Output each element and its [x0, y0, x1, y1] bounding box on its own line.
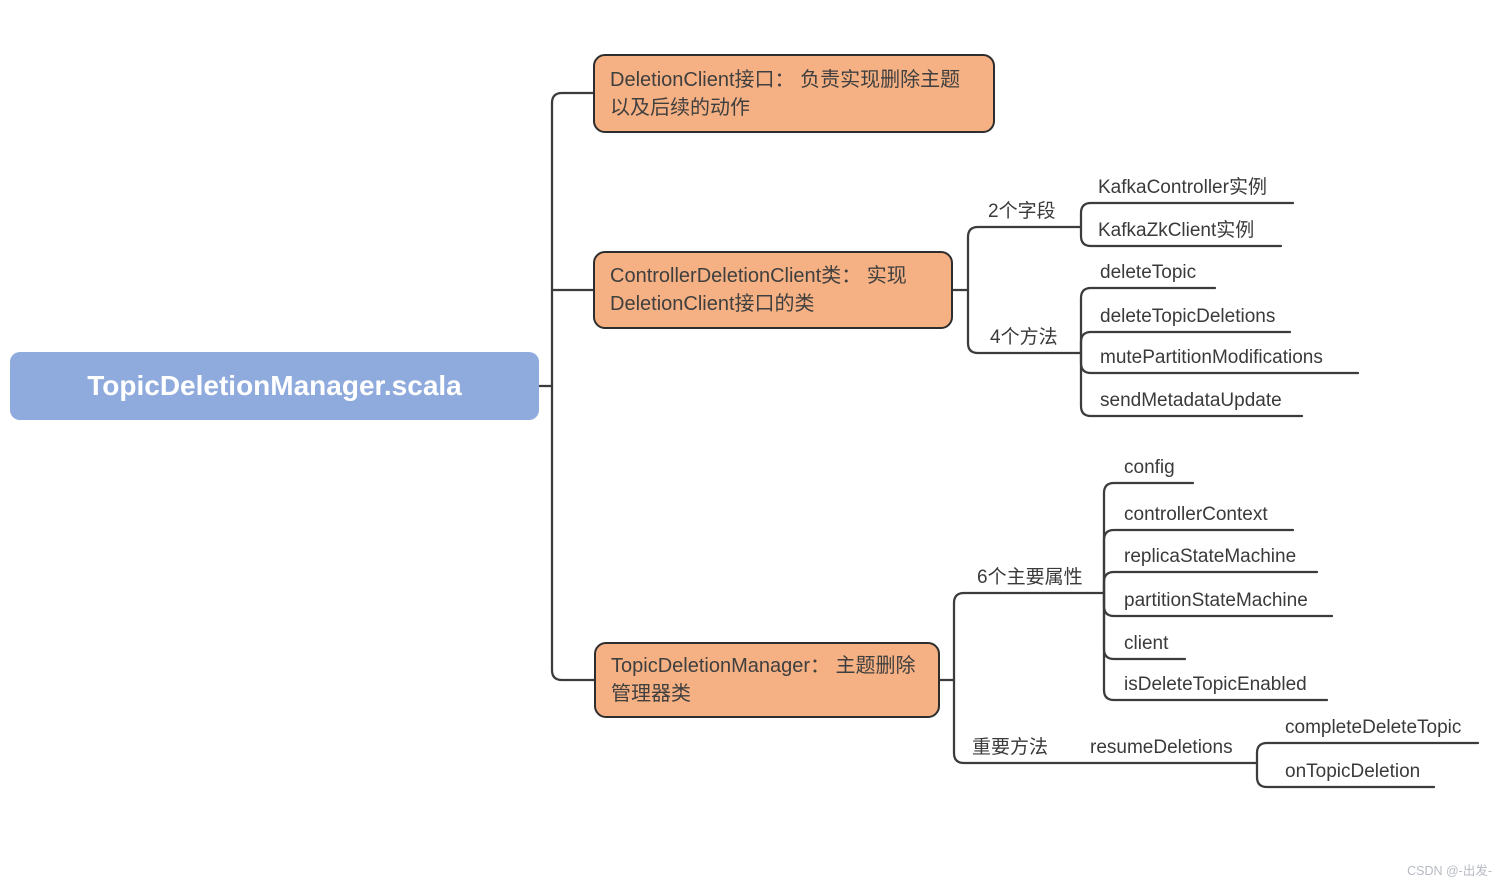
topic-controller-deletion-client-label: ControllerDeletionClient类： 实现DeletionCli… — [610, 265, 907, 315]
connector-topic2-to-fields — [966, 225, 1083, 292]
connector-attributes-child-6 — [1102, 591, 1329, 702]
topic-topic-deletion-manager[interactable]: TopicDeletionManager： 主题删除管理器类 — [594, 642, 940, 718]
topic-controller-deletion-client[interactable]: ControllerDeletionClient类： 实现DeletionCli… — [593, 251, 953, 329]
leaf-send-metadata-update[interactable]: sendMetadataUpdate — [1100, 390, 1282, 411]
branch-methods-label[interactable]: 4个方法 — [990, 327, 1058, 348]
connector-topic3-to-attributes — [952, 591, 1106, 682]
branch-important-methods-label[interactable]: 重要方法 — [972, 737, 1049, 758]
leaf-mute-partition-modifications[interactable]: mutePartitionModifications — [1100, 347, 1323, 368]
node-resume-deletions[interactable]: resumeDeletions — [1090, 737, 1233, 758]
leaf-client[interactable]: client — [1124, 633, 1169, 654]
leaf-kafka-controller-instance[interactable]: KafkaController实例 — [1098, 177, 1267, 198]
topic-deletion-client[interactable]: DeletionClient接口： 负责实现删除主题以及后续的动作 — [593, 54, 995, 133]
connector-fields-child-1 — [1079, 201, 1295, 229]
connector-attributes-child-1 — [1102, 481, 1195, 595]
connector-topic2-to-methods — [966, 288, 1083, 355]
connector-resume-child-1 — [1255, 741, 1480, 765]
topic-deletion-client-label: DeletionClient接口： 负责实现删除主题以及后续的动作 — [610, 68, 961, 119]
connector-attributes-child-2 — [1102, 528, 1295, 595]
leaf-replica-state-machine[interactable]: replicaStateMachine — [1124, 546, 1297, 567]
leaf-is-delete-topic-enabled[interactable]: isDeleteTopicEnabled — [1124, 674, 1307, 695]
connector-methods-child-2 — [1079, 330, 1292, 355]
leaf-delete-topic-deletions[interactable]: deleteTopicDeletions — [1100, 306, 1276, 327]
watermark: CSDN @-出发- — [1407, 864, 1492, 878]
connector-trunk — [550, 91, 596, 682]
connector-topic3-to-important-methods — [952, 678, 1259, 765]
branch-fields-label[interactable]: 2个字段 — [988, 201, 1056, 222]
connector-attributes-child-3 — [1102, 570, 1319, 595]
connector-methods-child-4 — [1079, 351, 1304, 418]
topic-topic-deletion-manager-label: TopicDeletionManager： 主题删除管理器类 — [611, 655, 916, 705]
leaf-partition-state-machine[interactable]: partitionStateMachine — [1124, 590, 1308, 611]
connector-resume-child-2 — [1255, 761, 1436, 789]
branch-attributes-label[interactable]: 6个主要属性 — [977, 567, 1083, 588]
leaf-kafka-zk-client-instance[interactable]: KafkaZkClient实例 — [1098, 220, 1255, 241]
connector-methods-child-1 — [1079, 286, 1217, 355]
leaf-controller-context[interactable]: controllerContext — [1124, 504, 1268, 525]
leaf-config[interactable]: config — [1124, 457, 1175, 478]
root-node[interactable]: TopicDeletionManager.scala — [10, 352, 539, 420]
leaf-on-topic-deletion[interactable]: onTopicDeletion — [1285, 761, 1421, 782]
connector-fields-child-2 — [1079, 225, 1283, 248]
leaf-complete-delete-topic[interactable]: completeDeleteTopic — [1285, 717, 1462, 738]
leaf-delete-topic[interactable]: deleteTopic — [1100, 262, 1197, 283]
